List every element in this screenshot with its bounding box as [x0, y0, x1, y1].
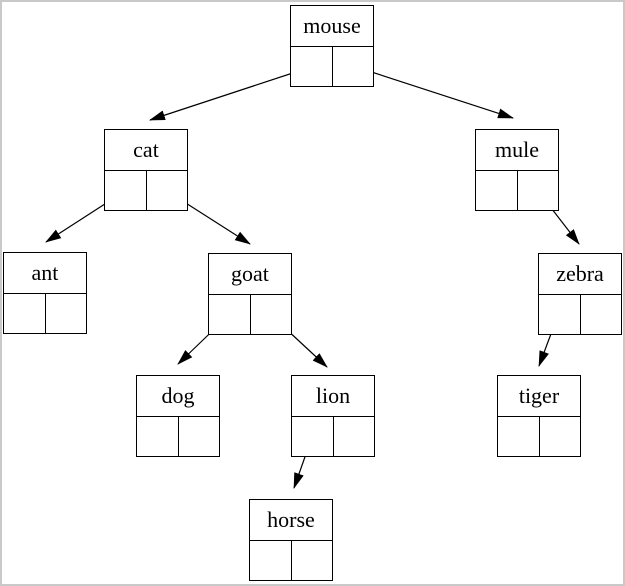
node-label: horse [250, 500, 332, 541]
tree-node-dog: dog [136, 375, 220, 457]
node-label: zebra [539, 254, 621, 295]
left-pointer-cell [137, 417, 179, 456]
tree-node-goat: goat [208, 253, 292, 335]
node-pointer-cells [291, 47, 373, 86]
right-pointer-cell [251, 295, 292, 334]
right-pointer-cell [581, 295, 622, 334]
node-pointer-cells [209, 295, 291, 334]
node-pointer-cells [105, 171, 187, 210]
right-pointer-cell [147, 171, 188, 210]
left-pointer-cell [209, 295, 251, 334]
tree-node-cat: cat [104, 129, 188, 211]
node-label: lion [292, 376, 374, 417]
tree-node-horse: horse [249, 499, 333, 581]
node-pointer-cells [498, 417, 580, 456]
node-label: dog [137, 376, 219, 417]
right-pointer-cell [333, 47, 374, 86]
node-pointer-cells [292, 417, 374, 456]
right-pointer-cell [518, 171, 559, 210]
left-pointer-cell [498, 417, 540, 456]
tree-node-tiger: tiger [497, 375, 581, 457]
tree-node-ant: ant [3, 252, 87, 334]
tree-node-mule: mule [475, 129, 559, 211]
left-pointer-cell [4, 294, 46, 333]
edge-mouse-left-cat-arrow [149, 66, 312, 121]
left-pointer-cell [105, 171, 147, 210]
left-pointer-cell [539, 295, 581, 334]
node-pointer-cells [539, 295, 621, 334]
node-label: cat [105, 130, 187, 171]
right-pointer-cell [334, 417, 375, 456]
tree-node-zebra: zebra [538, 253, 622, 335]
tree-node-mouse: mouse [290, 5, 374, 87]
right-pointer-cell [46, 294, 87, 333]
node-label: goat [209, 254, 291, 295]
node-label: mouse [291, 6, 373, 47]
node-pointer-cells [250, 541, 332, 580]
right-pointer-cell [540, 417, 581, 456]
left-pointer-cell [250, 541, 292, 580]
right-pointer-cell [179, 417, 220, 456]
tree-node-lion: lion [291, 375, 375, 457]
node-label: ant [4, 253, 86, 294]
left-pointer-cell [292, 417, 334, 456]
node-pointer-cells [476, 171, 558, 210]
right-pointer-cell [292, 541, 333, 580]
edge-mouse-right-mule-arrow [352, 65, 514, 119]
left-pointer-cell [291, 47, 333, 86]
node-label: tiger [498, 376, 580, 417]
node-label: mule [476, 130, 558, 171]
node-pointer-cells [4, 294, 86, 333]
left-pointer-cell [476, 171, 518, 210]
node-pointer-cells [137, 417, 219, 456]
